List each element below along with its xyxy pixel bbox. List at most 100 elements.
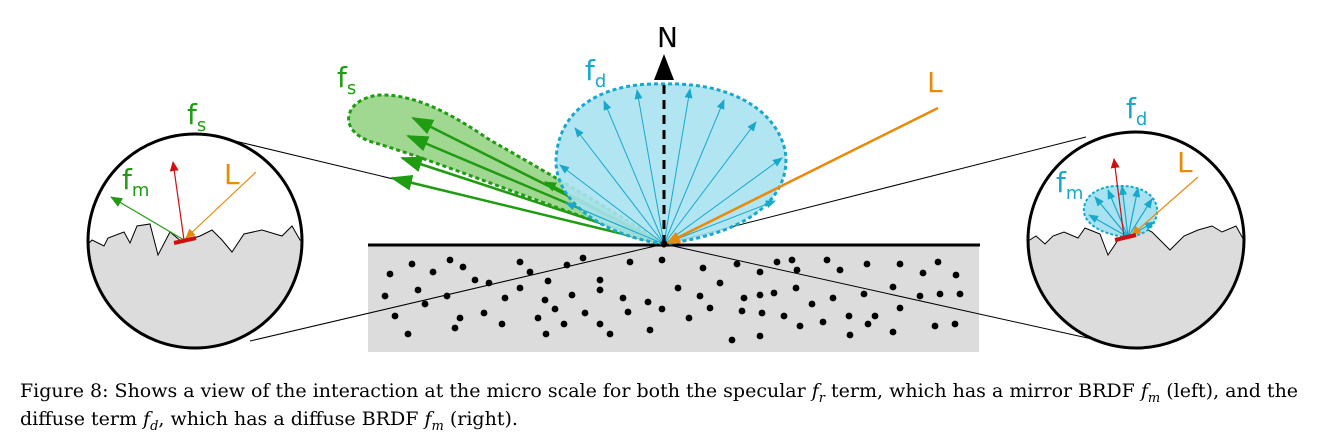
surface-particle <box>404 330 412 338</box>
interaction-point <box>660 240 668 248</box>
diffuse-label: fd <box>585 54 606 92</box>
specular-label: fs <box>337 61 356 99</box>
surface-particle <box>644 298 652 306</box>
surface-particle <box>581 309 589 317</box>
surface-particle <box>443 292 451 300</box>
surface-particle <box>860 290 868 298</box>
surface-particle <box>770 289 778 297</box>
surface-particle <box>796 322 804 330</box>
surface-particle <box>560 320 568 328</box>
surface-particle <box>516 258 524 266</box>
surface-particle <box>446 256 454 264</box>
surface-particle <box>516 284 524 292</box>
surface-particle <box>756 291 764 299</box>
right-inset-micro-label: fm <box>1056 166 1083 204</box>
surface-block <box>368 243 980 352</box>
surface-particle <box>919 269 927 277</box>
surface-particle <box>596 320 604 328</box>
surface-particle <box>544 277 552 285</box>
surface-particle <box>501 294 509 302</box>
surface-particle <box>740 294 748 302</box>
surface-particle <box>845 312 853 320</box>
normal-arrow <box>654 54 674 244</box>
surface-particle <box>626 258 634 266</box>
left-inset-light-label: L <box>224 158 240 191</box>
left-inset-micro-label: fm <box>122 163 149 201</box>
surface-particle <box>658 305 666 313</box>
surface-particle <box>459 263 467 271</box>
surface-particle <box>542 330 550 338</box>
surface-particle <box>846 331 854 339</box>
surface-particle <box>551 305 559 313</box>
surface-particle <box>793 266 801 274</box>
surface-particle <box>706 304 714 312</box>
surface-particle <box>792 284 800 292</box>
surface-particle <box>756 268 764 276</box>
surface-particle <box>916 292 924 300</box>
surface-particle <box>829 294 837 302</box>
surface-particle <box>579 254 587 262</box>
surface-particle <box>391 312 399 320</box>
surface-particle <box>526 268 534 276</box>
surface-particle <box>738 307 746 315</box>
surface-particle <box>541 296 549 304</box>
surface-particle <box>756 332 764 340</box>
surface-particle <box>871 312 879 320</box>
surface-particle <box>951 320 959 328</box>
surface-particle <box>808 300 816 308</box>
surface-particle <box>780 312 788 320</box>
surface-particle <box>658 256 666 264</box>
surface-particle <box>471 276 479 284</box>
surface-particle <box>596 286 604 294</box>
surface-particles <box>381 254 964 344</box>
surface-particle <box>451 324 459 332</box>
surface-particle <box>696 292 704 300</box>
surface-particle <box>889 283 897 291</box>
surface-particle <box>408 260 416 268</box>
right-inset-light-label: L <box>1177 146 1193 179</box>
surface-particle <box>414 286 422 294</box>
surface-particle <box>788 256 796 264</box>
surface-particle <box>728 336 736 344</box>
surface-particle <box>646 326 654 334</box>
surface-particle <box>936 290 944 298</box>
surface-particle <box>956 290 964 298</box>
surface-particle <box>773 258 781 266</box>
surface-particle <box>606 330 614 338</box>
surface-particle <box>381 292 389 300</box>
surface-particle <box>674 284 682 292</box>
surface-particle <box>619 294 627 302</box>
surface-particle <box>733 260 741 268</box>
right-inset: fd fm L <box>1026 92 1246 350</box>
micro-scale-illustration: N L fs fd fs fm L <box>86 21 1246 352</box>
surface-particle <box>685 314 693 322</box>
left-inset-specular-label: fs <box>187 98 206 136</box>
surface-particle <box>823 256 831 264</box>
surface-particle <box>596 276 604 284</box>
surface-particle <box>624 308 632 316</box>
surface-particle <box>836 266 844 274</box>
left-inset: fs fm L <box>86 98 304 350</box>
light-label: L <box>927 66 943 99</box>
figure-caption: Figure 8: Shows a view of the interactio… <box>20 380 1299 434</box>
light-ray <box>666 106 939 245</box>
surface-particle <box>758 309 766 317</box>
surface-particle <box>568 291 576 299</box>
surface-particle <box>421 300 429 308</box>
surface-particle <box>952 271 960 279</box>
surface-particle <box>498 320 506 328</box>
surface-particle <box>699 264 707 272</box>
surface-particle <box>931 322 939 330</box>
surface-particle <box>386 270 394 278</box>
surface-particle <box>480 309 488 317</box>
surface-particle <box>534 314 542 322</box>
diffuse-lobe <box>554 82 788 246</box>
surface-particle <box>896 304 904 312</box>
surface-particle <box>429 268 437 276</box>
surface-particle <box>863 260 871 268</box>
surface-particle <box>864 320 872 328</box>
right-inset-diffuse-label: fd <box>1126 92 1147 130</box>
normal-label: N <box>657 21 678 54</box>
surface-particle <box>889 328 897 336</box>
surface-particle <box>456 314 464 322</box>
